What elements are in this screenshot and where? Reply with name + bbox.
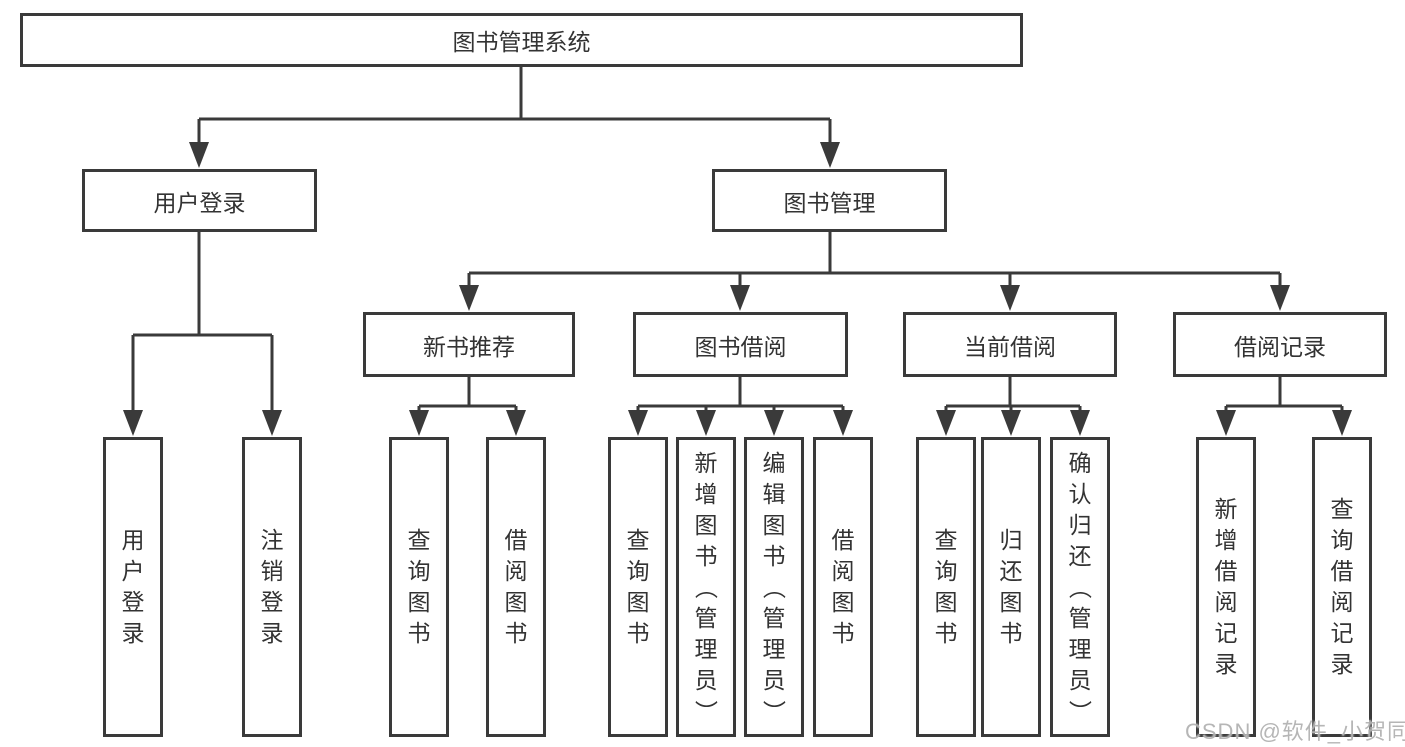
leaf-logout-label: 注销登录: [260, 527, 284, 646]
leaf-bb-add-books-admin: 新增图书（管理员）: [676, 437, 736, 737]
node-user-login: 用户登录: [82, 169, 317, 232]
node-borrow-records: 借阅记录: [1173, 312, 1387, 377]
node-new-books-label: 新书推荐: [423, 333, 515, 360]
leaf-bb-borrow-books-label: 借阅图书: [831, 527, 855, 646]
node-book-mgmt-label: 图书管理: [783, 189, 876, 216]
node-book-borrow: 图书借阅: [633, 312, 848, 377]
leaf-cb-confirm-return-admin: 确认归还（管理员）: [1050, 437, 1110, 737]
node-current-borrow: 当前借阅: [903, 312, 1117, 377]
leaf-nb-query-books-label: 查询图书: [407, 527, 431, 646]
node-borrow-records-label: 借阅记录: [1234, 333, 1326, 360]
node-user-login-label: 用户登录: [153, 189, 246, 216]
leaf-bb-query-books: 查询图书: [608, 437, 668, 737]
leaf-cb-return-books: 归还图书: [981, 437, 1041, 737]
leaf-br-query-record-label: 查询借阅记录: [1330, 496, 1354, 677]
leaf-bb-edit-books-admin: 编辑图书（管理员）: [744, 437, 804, 737]
leaf-nb-query-books: 查询图书: [389, 437, 449, 737]
leaf-bb-query-books-label: 查询图书: [626, 527, 650, 646]
leaf-bb-edit-books-admin-label: 编辑图书（管理员）: [761, 449, 788, 723]
csdn-watermark: CSDN @软件_小贺同学: [1185, 719, 1405, 744]
leaf-user-login-label: 用户登录: [121, 527, 145, 646]
leaf-bb-borrow-books: 借阅图书: [813, 437, 873, 737]
node-current-borrow-label: 当前借阅: [964, 333, 1056, 360]
leaf-user-login: 用户登录: [103, 437, 163, 737]
leaf-nb-borrow-books: 借阅图书: [486, 437, 546, 737]
leaf-nb-borrow-books-label: 借阅图书: [504, 527, 528, 646]
node-book-borrow-label: 图书借阅: [694, 333, 787, 360]
leaf-logout: 注销登录: [242, 437, 302, 737]
leaf-cb-confirm-return-admin-label: 确认归还（管理员）: [1067, 449, 1094, 723]
leaf-bb-add-books-admin-label: 新增图书（管理员）: [693, 449, 720, 723]
leaf-cb-query-books: 查询图书: [916, 437, 976, 737]
leaf-br-add-record-label: 新增借阅记录: [1214, 496, 1238, 677]
leaf-cb-return-books-label: 归还图书: [999, 527, 1023, 646]
leaf-cb-query-books-label: 查询图书: [934, 527, 958, 646]
node-new-books: 新书推荐: [363, 312, 575, 377]
leaf-br-query-record: 查询借阅记录: [1312, 437, 1372, 737]
leaf-br-add-record: 新增借阅记录: [1196, 437, 1256, 737]
node-root-label: 图书管理系统: [452, 29, 591, 55]
node-root: 图书管理系统: [20, 13, 1023, 67]
node-book-mgmt: 图书管理: [712, 169, 947, 232]
